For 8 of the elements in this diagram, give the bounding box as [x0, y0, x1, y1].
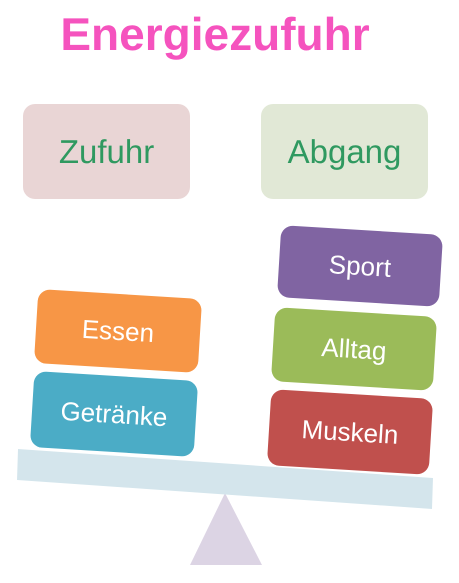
weight-block: Muskeln [266, 389, 434, 475]
weight-block: Essen [34, 289, 202, 373]
weight-block: Sport [276, 225, 444, 307]
heading-panel: Zufuhr [23, 104, 190, 199]
weight-block: Alltag [270, 307, 438, 391]
heading-panel: Abgang [261, 104, 428, 199]
weight-block: Getränke [30, 371, 198, 457]
title: Energiezufuhr [60, 7, 370, 62]
